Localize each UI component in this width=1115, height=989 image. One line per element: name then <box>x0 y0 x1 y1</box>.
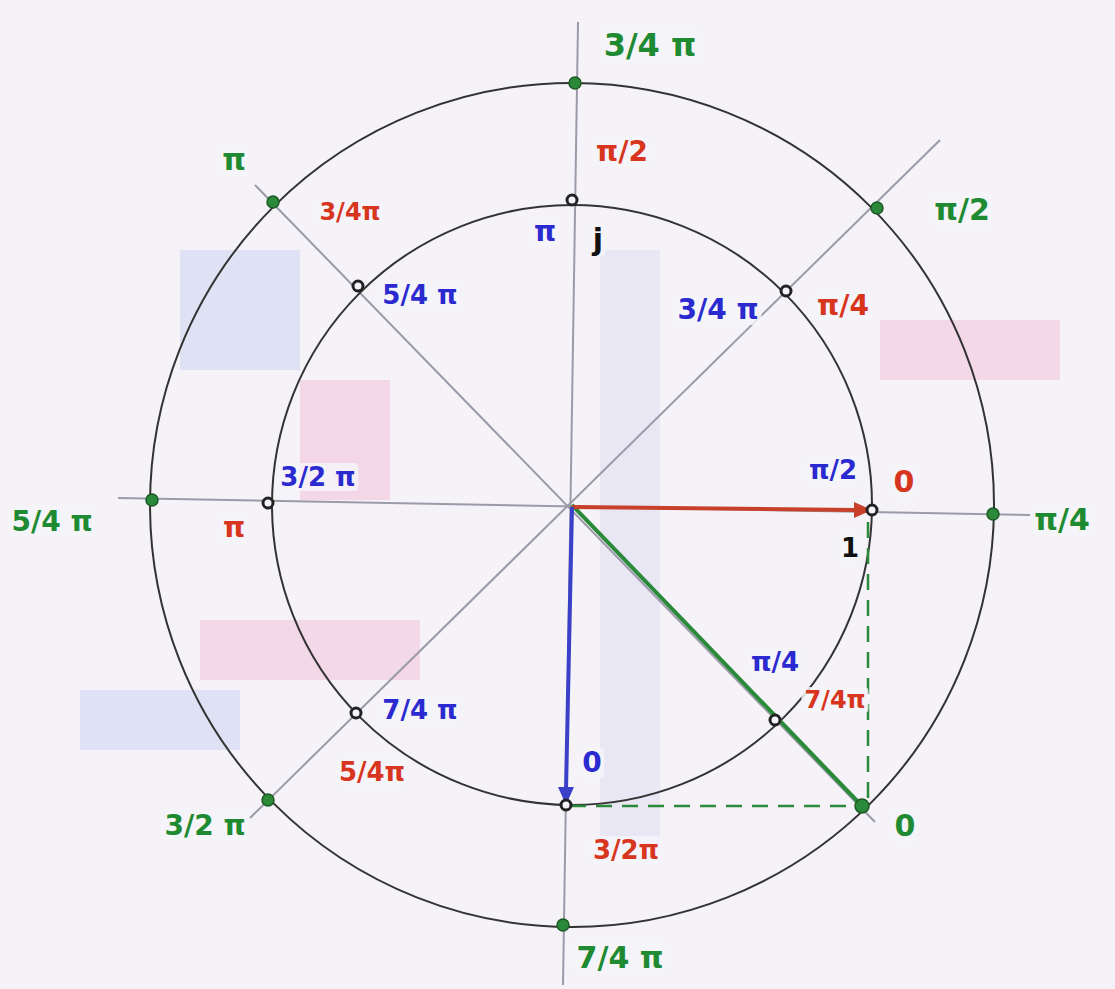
angle-label: π <box>220 513 248 543</box>
point <box>770 715 780 725</box>
angle-label: π/2 <box>593 137 651 167</box>
point <box>351 708 361 718</box>
angle-label: 3/2 π <box>161 811 248 841</box>
unit-label: 1 <box>838 534 862 562</box>
angle-label: π/2 <box>931 194 993 226</box>
angle-label: 7/4 π <box>379 696 460 724</box>
angle-label: π/4 <box>814 291 872 321</box>
point <box>263 498 273 508</box>
dashed-line <box>570 805 850 808</box>
angle-label: 0 <box>891 466 918 498</box>
paint-blob <box>880 320 1060 380</box>
green-vector <box>572 505 862 806</box>
point <box>867 505 877 515</box>
point <box>781 286 791 296</box>
inner-circle <box>272 205 872 805</box>
paint-blob <box>80 690 240 750</box>
point <box>567 195 577 205</box>
angle-label: 5/4π <box>336 758 408 786</box>
angle-label: π/4 <box>1031 504 1093 536</box>
angle-label: 3/4π <box>316 199 383 225</box>
blue-vector <box>566 507 572 790</box>
point <box>561 800 571 810</box>
point <box>569 77 581 89</box>
outer-circle <box>150 83 994 927</box>
angle-label: 0 <box>579 748 604 778</box>
diagonal-line <box>255 185 875 822</box>
point <box>353 281 363 291</box>
point <box>557 919 569 931</box>
point <box>267 196 279 208</box>
angle-label: π/4 <box>748 648 802 676</box>
point <box>146 494 158 506</box>
angle-label: π <box>531 217 559 247</box>
outer-points <box>146 77 999 931</box>
axis-lines <box>118 22 1030 985</box>
red-vector <box>572 507 858 510</box>
angle-label: 3/4 π <box>674 295 761 325</box>
angle-label: π/2 <box>806 456 860 484</box>
point <box>855 799 869 813</box>
angle-label: π <box>219 144 249 176</box>
diagonal-line <box>250 140 940 818</box>
point <box>262 794 274 806</box>
angle-label: 7/4π <box>801 687 868 713</box>
watercolor-ground <box>80 250 1060 850</box>
inner-points <box>263 195 877 810</box>
angle-label: 3/2π <box>590 836 662 864</box>
point <box>987 508 999 520</box>
dashed-line <box>867 522 870 800</box>
angle-label: 0 <box>892 810 919 842</box>
axis-label: j <box>590 224 606 256</box>
point <box>871 202 883 214</box>
angle-label: 3/4 π <box>601 28 700 62</box>
angle-label: 5/4 π <box>379 281 460 309</box>
angle-label: 5/4 π <box>8 507 95 537</box>
angle-label: 3/2 π <box>277 463 358 491</box>
angle-label: 7/4 π <box>574 942 667 974</box>
